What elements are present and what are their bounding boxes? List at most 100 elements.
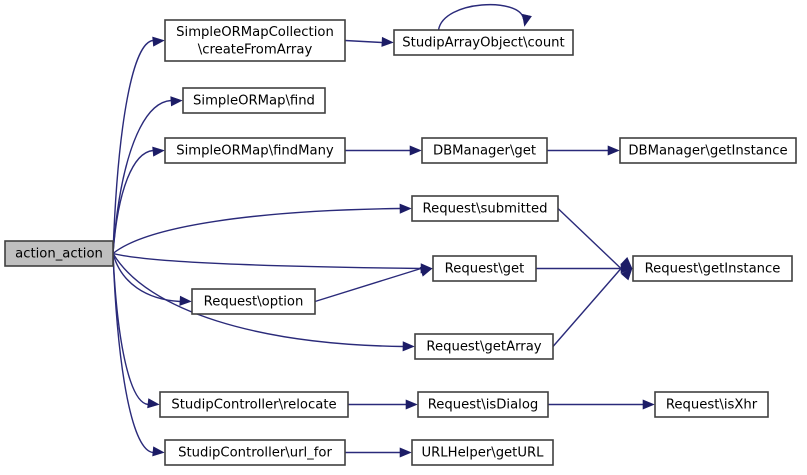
node-box[interactable] [432,255,537,282]
node-label: action_action [15,247,103,262]
edge-line [112,149,154,254]
edge-studiparrayobject_count-to-studiparrayobject_count [437,3,532,31]
node-studipcontroller_url_for[interactable]: StudipController\url_forStudipController… [164,439,346,466]
node-label: SimpleORMap\find [193,94,315,109]
node-box[interactable] [421,137,548,164]
edge-line [557,207,622,270]
edge-action_action-to-simpleormapcollection_createfromarray [112,36,165,254]
edge-action_action-to-studipcontroller_url_for [112,253,165,457]
node-label: SimpleORMapCollection [176,25,334,40]
node-box[interactable] [411,195,559,222]
edge-action_action-to-simpleormap_findmany [112,146,165,254]
edge-layer [112,3,655,458]
node-request_isxhr[interactable]: Request\isXhrRequest\isXhr [654,391,769,418]
edge-arrowhead [152,446,165,457]
edge-line [112,253,404,348]
edge-arrowhead [152,146,165,157]
edge-simpleormapcollection_createfromarray-to-studiparrayobject_count [344,36,394,47]
node-label: Request\isXhr [666,398,758,413]
edge-line [112,99,172,254]
edge-arrowhead [399,447,412,458]
node-label: Request\option [204,295,304,310]
node-label: StudipController\relocate [171,398,336,413]
node-simpleormap_findmany[interactable]: SimpleORMap\findManySimpleORMap\findMany [164,137,346,164]
node-request_getarray[interactable]: Request\getArrayRequest\getArray [414,333,554,360]
edge-line [112,207,401,255]
edge-arrowhead [607,145,620,156]
edge-line [552,268,622,347]
node-label: Request\isDialog [428,398,539,413]
edge-arrowhead [170,96,183,107]
edge-arrowhead [399,203,412,214]
node-box[interactable] [164,137,346,164]
node-studiparrayobject_count[interactable]: StudipArrayObject\countStudipArrayObject… [393,29,574,56]
node-box[interactable] [393,29,574,56]
edge-action_action-to-request_option [112,253,192,306]
node-box[interactable] [414,333,554,360]
node-box[interactable] [159,391,349,418]
node-layer: action_actionaction_action SimpleORMapCol… [4,19,797,466]
edge-line [112,253,154,454]
edge-action_action-to-request_getarray [112,253,415,352]
node-box[interactable] [182,87,326,114]
edge-arrowhead [620,267,633,281]
node-label: DBManager\getInstance [628,144,787,159]
edge-arrowhead [402,341,415,352]
node-box[interactable] [417,391,549,418]
edge-action_action-to-request_get [112,252,433,274]
edge-line [344,39,383,44]
edge-request_getarray-to-request_getinstance [552,267,633,347]
node-label: Request\getInstance [645,262,781,277]
node-box[interactable] [654,391,769,418]
edge-arrowhead [381,36,394,47]
node-box[interactable] [191,288,316,315]
edge-action_action-to-request_submitted [112,203,412,255]
node-dbmanager_getinstance[interactable]: DBManager\getInstanceDBManager\getInstan… [619,137,797,164]
node-box[interactable] [619,137,797,164]
node-label: URLHelper\getURL [421,446,544,461]
node-box[interactable] [4,240,114,267]
edge-arrowhead [179,295,192,306]
edge-line [314,267,422,303]
edge-dbmanager_get-to-dbmanager_getinstance [547,145,620,156]
edge-simpleormap_findmany-to-dbmanager_get [345,145,422,156]
node-simpleormapcollection_createfromarray[interactable]: SimpleORMapCollection\createFromArraySim… [164,19,346,62]
edge-studipcontroller_relocate-to-request_isdialog [348,399,418,410]
edge-line [437,3,525,31]
node-action_action[interactable]: action_actionaction_action [4,240,114,267]
edge-arrowhead [405,399,418,410]
edge-arrowhead [152,36,165,47]
node-label: Request\get [445,262,525,277]
node-label: \createFromArray [198,42,313,57]
node-label: DBManager\get [433,144,536,159]
edge-action_action-to-studipcontroller_relocate [112,253,160,409]
edge-arrowhead [642,399,655,410]
edge-line [112,253,181,303]
node-box[interactable] [411,439,554,466]
node-label: StudipArrayObject\count [402,36,564,51]
node-urlhelper_geturl[interactable]: URLHelper\getURLURLHelper\getURL [411,439,554,466]
edge-arrowhead [419,267,433,277]
edge-arrowhead [409,145,422,156]
node-label: StudipController\url_for [178,446,332,461]
edge-studipcontroller_url_for-to-urlhelper_geturl [345,447,412,458]
node-box[interactable] [632,255,793,282]
node-studipcontroller_relocate[interactable]: StudipController\relocateStudipControlle… [159,391,349,418]
edge-line [112,252,422,270]
edge-request_submitted-to-request_getinstance [557,207,633,270]
node-label: Request\getArray [426,340,541,355]
node-box[interactable] [164,439,346,466]
edge-arrowhead [522,13,532,27]
edge-line [112,39,154,254]
node-box[interactable] [164,19,346,62]
node-label: SimpleORMap\findMany [176,144,334,159]
